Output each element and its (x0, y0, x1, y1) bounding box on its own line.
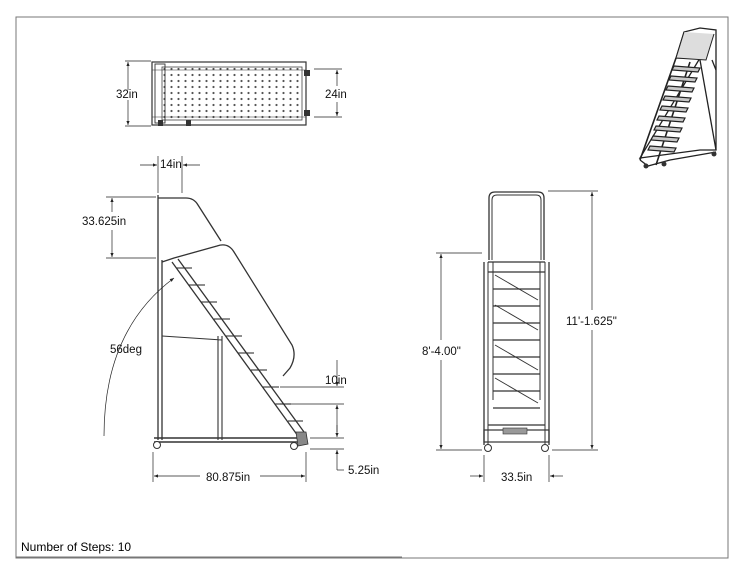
top-platform-label: 24in (325, 89, 347, 101)
side-view (103, 156, 344, 482)
overall-height-label: 11'-1.625" (566, 316, 617, 328)
front-view (436, 190, 598, 482)
angle-label: 56deg (110, 344, 142, 356)
step-rise-label: 10in (325, 375, 347, 387)
steps-note: Number of Steps: 10 (21, 540, 131, 554)
rolling-ladder-isometric-icon (638, 27, 717, 169)
top-width-label: 32in (116, 89, 138, 101)
base-width-label: 33.5in (501, 472, 532, 484)
top-view (125, 60, 342, 127)
top-offset-label: 14in (160, 159, 182, 171)
handrail-height-label: 33.625in (82, 216, 126, 228)
sheet-border (15, 16, 729, 559)
base-length-label: 80.875in (206, 472, 250, 484)
caster-height-label: 5.25in (348, 465, 379, 477)
platform-height-label: 8'-4.00" (422, 346, 461, 358)
